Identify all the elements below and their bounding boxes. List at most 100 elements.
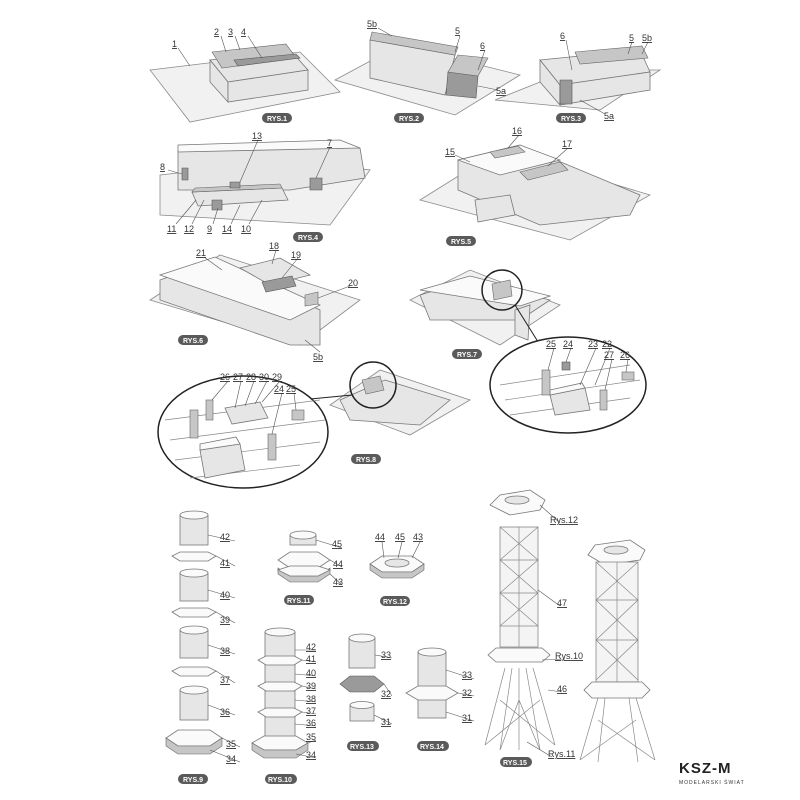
part-label: 7 <box>327 138 332 148</box>
part-label: 2 <box>214 27 219 37</box>
part-label: 20 <box>348 278 358 288</box>
part-label: 5a <box>604 111 614 121</box>
part-label: 24 <box>563 339 573 349</box>
lattice-section-47 <box>499 526 539 648</box>
part-label: 5a <box>496 86 506 96</box>
part-label: 14 <box>222 224 232 234</box>
part-label: 46 <box>557 684 567 694</box>
part-label: 25 <box>546 339 556 349</box>
figure-rys6: 21 18 19 20 5b RYS.6 <box>149 241 361 362</box>
figure-rys13: 33 32 31 RYS.13 <box>339 633 393 751</box>
part-label: 10 <box>241 224 251 234</box>
part-label: 28 <box>246 372 256 382</box>
svg-text:KSZ-M: KSZ-M <box>679 760 732 777</box>
part-label: 18 <box>269 241 279 251</box>
figure-rys12: 44 45 43 RYS.12 <box>369 532 425 606</box>
svg-text:RYS.4: RYS.4 <box>298 235 318 242</box>
part-label: 26 <box>220 372 230 382</box>
part-label: 43 <box>333 577 343 587</box>
part-label: 30 <box>259 372 269 382</box>
part-label: 33 <box>462 670 472 680</box>
svg-text:RYS.13: RYS.13 <box>350 744 374 751</box>
svg-text:RYS.15: RYS.15 <box>503 760 527 767</box>
reference-label: Rys.11 <box>548 749 575 759</box>
figure-badge: RYS.6 <box>178 335 208 345</box>
figure-rys14: 33 32 31 RYS.14 <box>405 647 475 751</box>
figure-rys15: Rys.12 47 Rys.10 46 Rys.11 RYS.15 <box>484 489 656 767</box>
part-label: 38 <box>220 646 230 656</box>
figure-badge: RYS.7 <box>452 349 482 359</box>
part-label: 3 <box>228 27 233 37</box>
part-label: 34 <box>306 750 316 760</box>
part-label: 47 <box>557 598 567 608</box>
part-label: 6 <box>560 31 565 41</box>
part-label: 1 <box>172 39 177 49</box>
part-label: 24 <box>274 384 284 394</box>
figure-rys10: 42 41 40 39 38 37 36 35 34 RYS.10 <box>251 627 317 784</box>
part-label: 5 <box>629 33 634 43</box>
part-label: 32 <box>462 688 472 698</box>
svg-text:RYS.3: RYS.3 <box>561 116 581 123</box>
svg-text:RYS.6: RYS.6 <box>183 338 203 345</box>
figure-badge: RYS.11 <box>284 595 314 605</box>
figure-badge: RYS.14 <box>417 741 449 751</box>
part-label: 17 <box>562 139 572 149</box>
part-label: 42 <box>220 532 230 542</box>
svg-text:RYS.11: RYS.11 <box>287 598 311 605</box>
figure-rys8: 26 27 28 30 29 24 25 RYS.8 <box>157 361 471 489</box>
figure-badge: RYS.8 <box>351 454 381 464</box>
figure-rys1: 1 2 3 4 RYS.1 <box>149 27 341 123</box>
figure-rys2: 5b 5 6 5a RYS.2 <box>333 19 522 123</box>
part-label: 33 <box>381 650 391 660</box>
svg-text:RYS.14: RYS.14 <box>420 744 444 751</box>
figure-badge: RYS.9 <box>178 774 208 784</box>
svg-text:RYS.1: RYS.1 <box>267 116 287 123</box>
reference-label: Rys.10 <box>555 651 583 661</box>
part-label: 27 <box>604 350 614 360</box>
part-label: 5b <box>367 19 377 29</box>
part-label: 22 <box>602 339 612 349</box>
figure-rys11: 45 44 43 RYS.11 <box>276 530 343 605</box>
svg-text:RYS.2: RYS.2 <box>399 116 419 123</box>
part-label: 8 <box>160 162 165 172</box>
figure-rys7: 25 24 23 22 27 26 RYS.7 <box>409 269 647 434</box>
part-label: 40 <box>220 590 230 600</box>
part-label: 19 <box>291 250 301 260</box>
figure-badge: RYS.1 <box>262 113 292 123</box>
svg-text:MODELARSKI ŚWIAT: MODELARSKI ŚWIAT <box>679 778 745 786</box>
part-label: 44 <box>333 559 343 569</box>
octagon-plate <box>171 551 217 562</box>
figure-badge: RYS.12 <box>380 596 410 606</box>
figure-badge: RYS.3 <box>556 113 586 123</box>
part-label: 43 <box>413 532 423 542</box>
figure-rys3: 6 5 5b 5a RYS.3 <box>494 31 662 123</box>
part-label: 23 <box>588 339 598 349</box>
svg-text:RYS.12: RYS.12 <box>383 599 407 606</box>
part-label: 9 <box>207 224 212 234</box>
cylinder-part <box>179 568 209 602</box>
part-label: 37 <box>220 675 230 685</box>
part-label: 5b <box>642 33 652 43</box>
assembled-tower <box>579 539 656 763</box>
part-label: 16 <box>512 126 522 136</box>
part-label: 36 <box>220 707 230 717</box>
part-label: 5b <box>313 352 323 362</box>
cylinder-part <box>179 510 209 546</box>
figure-rys5: 16 15 17 RYS.5 <box>419 126 652 246</box>
lattice-base-46 <box>484 667 556 751</box>
part-label: 21 <box>196 248 206 258</box>
svg-text:RYS.10: RYS.10 <box>268 777 292 784</box>
figure-rys4: 13 7 8 11 12 9 14 10 RYS.4 <box>159 131 371 242</box>
part-label: 39 <box>220 615 230 625</box>
part-label: 12 <box>184 224 194 234</box>
part-label: 6 <box>480 41 485 51</box>
part-label: 27 <box>233 372 243 382</box>
part-label: 29 <box>272 372 282 382</box>
figure-badge: RYS.5 <box>446 236 476 246</box>
part-label: 35 <box>306 732 316 742</box>
part-label: 41 <box>306 654 316 664</box>
svg-text:RYS.9: RYS.9 <box>183 777 203 784</box>
ksz-m-logo: KSZ-M MODELARSKI ŚWIAT <box>679 760 745 786</box>
part-label: 31 <box>462 713 472 723</box>
